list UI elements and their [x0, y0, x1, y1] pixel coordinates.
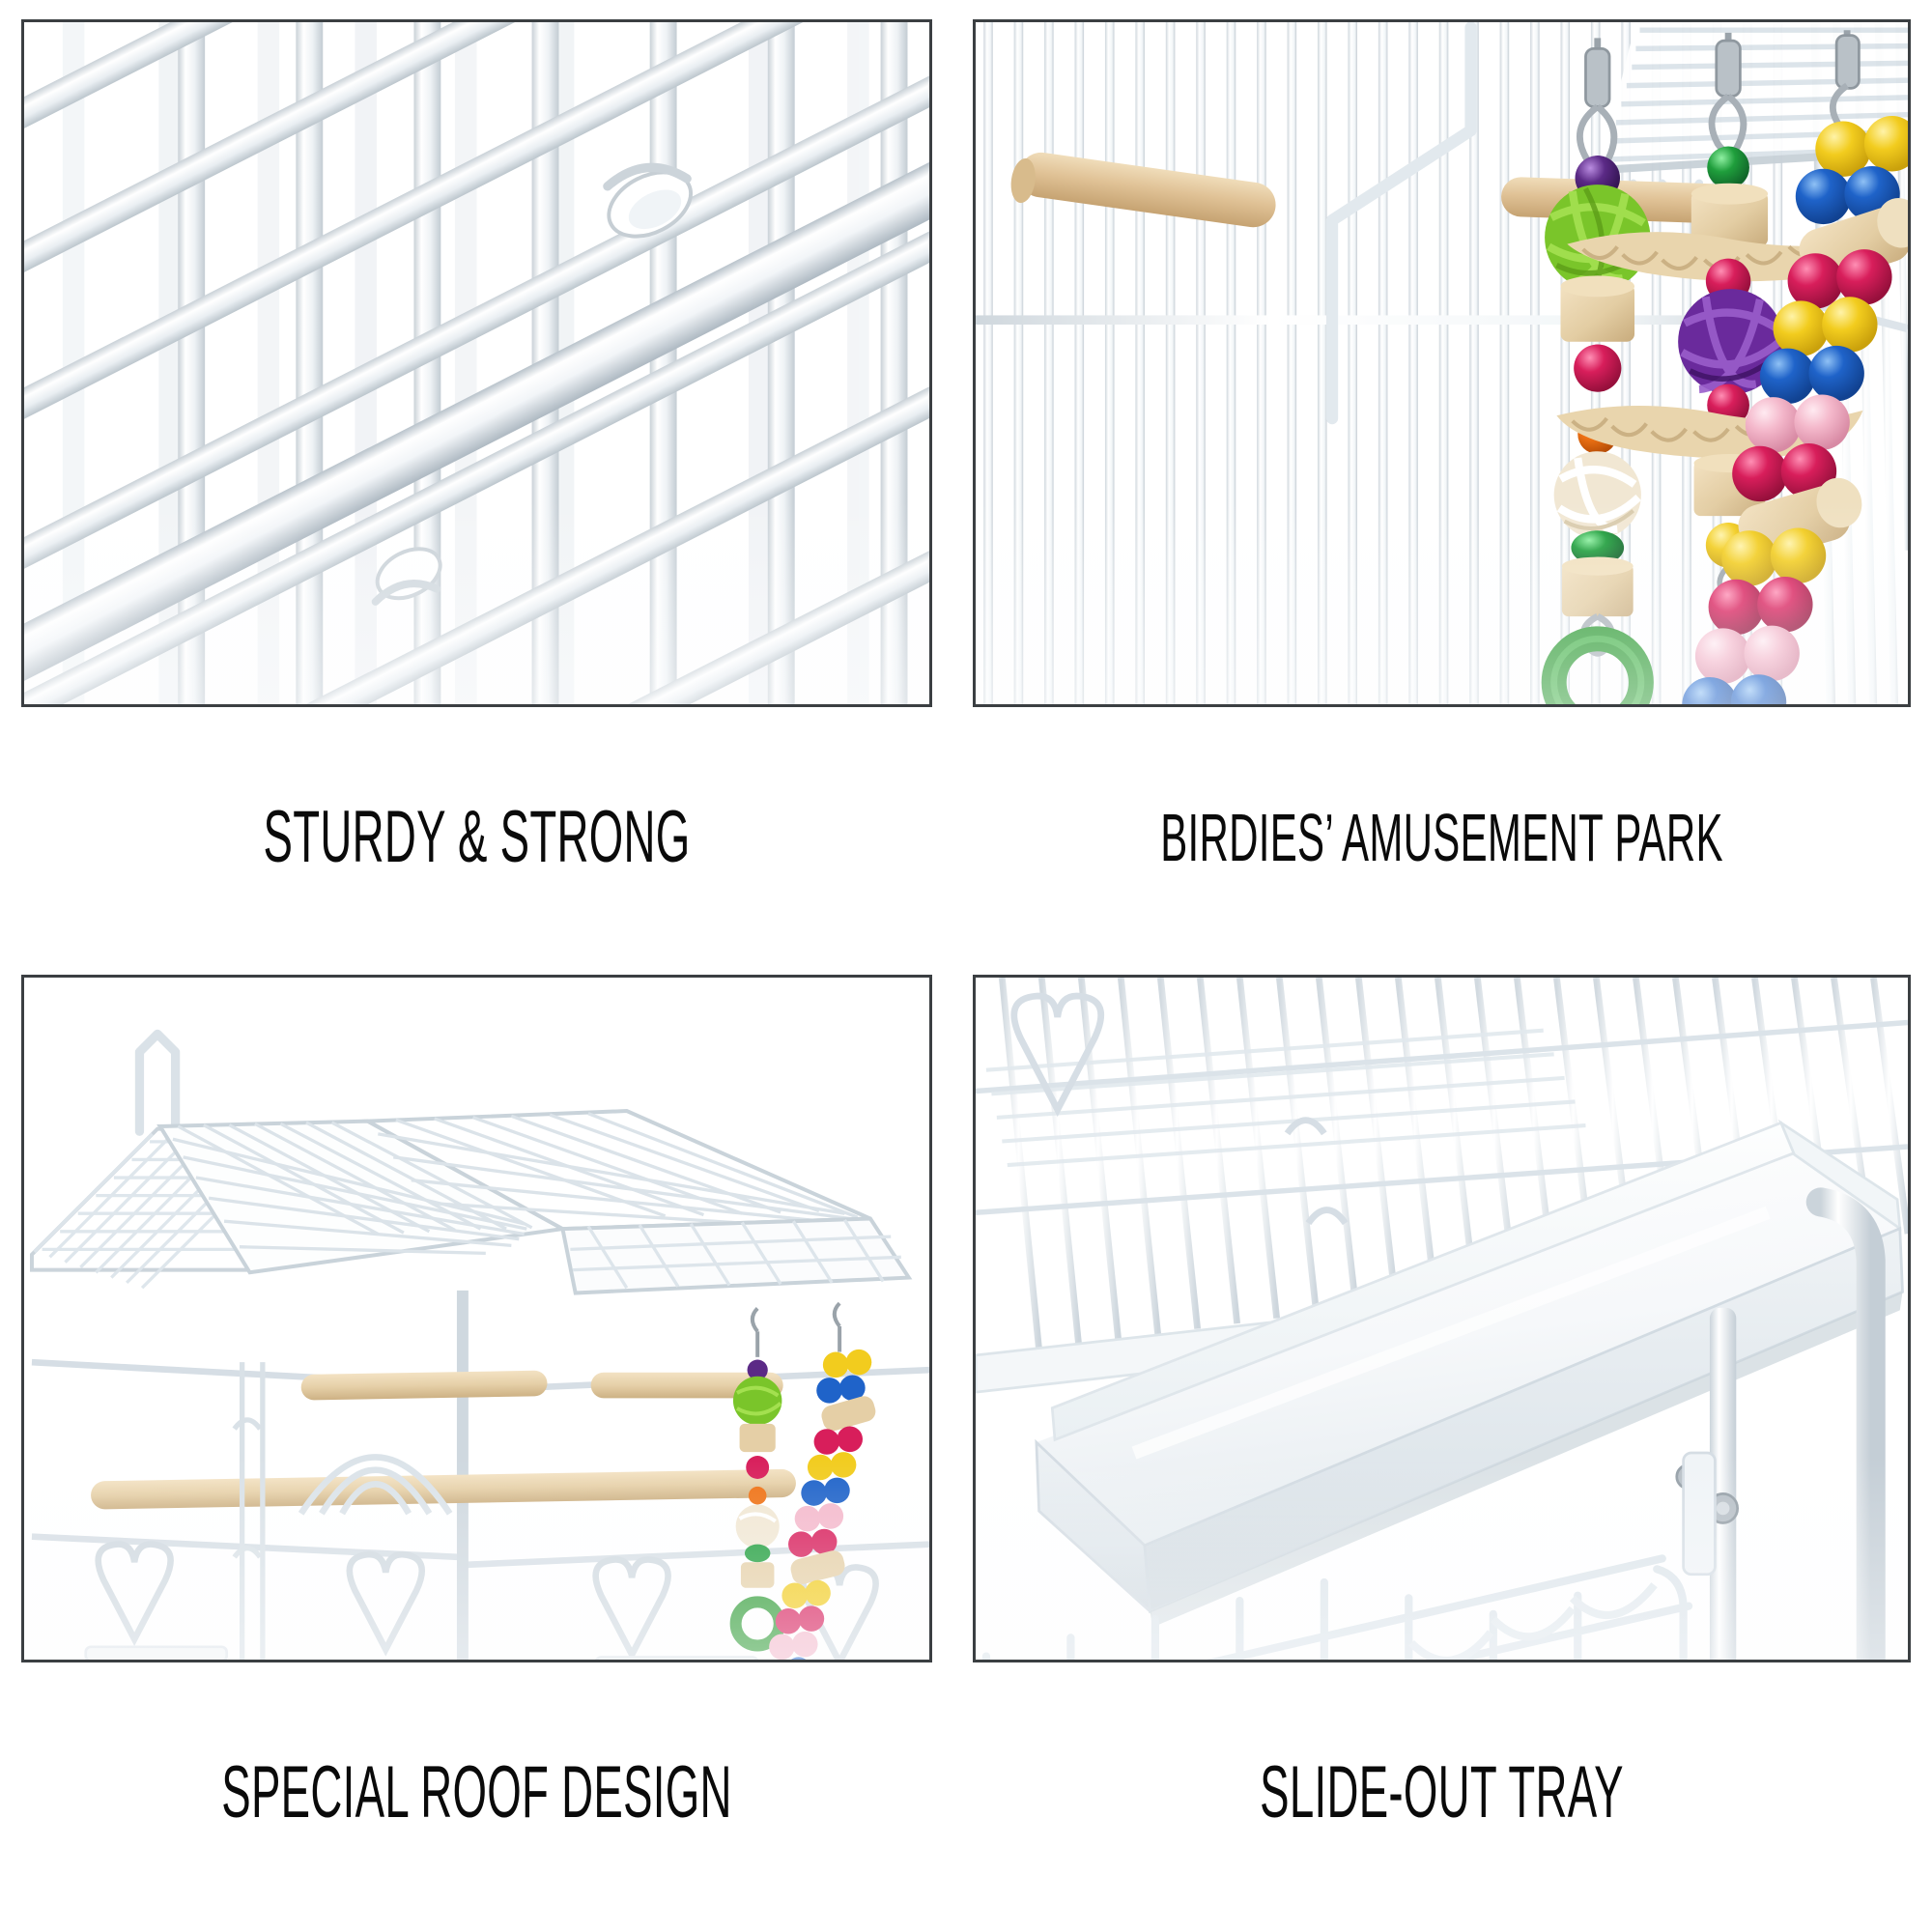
panel-special-roof-design: SPECIAL ROOF DESIGN: [21, 975, 933, 1913]
bead-pair-crimson-1: [1787, 249, 1892, 309]
rattan-ball-white: [1553, 451, 1641, 539]
wood-perch-upper: [300, 1370, 548, 1401]
wire-swing-arch: [298, 1454, 453, 1516]
caption-special-roof-design: SPECIAL ROOF DESIGN: [221, 1750, 732, 1833]
leg-bracket: [1682, 1451, 1717, 1577]
heart-guard-icon: [1010, 992, 1105, 1118]
toy-bead-ladder-small: [769, 1326, 876, 1660]
weld-joint-lower: [371, 547, 442, 606]
cage-toys-illustration: [976, 22, 1908, 704]
stand-legs: [1675, 1187, 1886, 1660]
toy-purple-rattan-mat: [1556, 32, 1882, 598]
bead-green: [1571, 530, 1625, 565]
wooden-ring-green: [1541, 626, 1654, 704]
slide-out-tray-illustration: [976, 978, 1908, 1660]
photo-sturdy-strong: [21, 19, 933, 707]
hanging-toys-small: [729, 1301, 876, 1660]
roof-second-tier: [360, 1109, 871, 1232]
photo-birdies-amusement-park: [973, 19, 1911, 707]
roof-right-flap: [560, 1216, 913, 1295]
weld-joint: [603, 162, 694, 239]
heart-guard-2: [346, 1550, 426, 1657]
stand-leg-inner: [1709, 1307, 1737, 1660]
door-wires: [232, 1362, 266, 1660]
heart-guard-3: [592, 1556, 671, 1660]
bead-pair-pink-1: [1745, 394, 1850, 453]
bead-crimson: [1574, 344, 1622, 392]
bead-pair-blue-2: [1759, 345, 1864, 405]
frame-tube: [24, 65, 930, 704]
toy-green-rattan-small: [729, 1331, 785, 1652]
feeder-guards: [84, 1541, 879, 1660]
toy-clips: [750, 1301, 841, 1333]
basket-curves: [1408, 1582, 1658, 1660]
wood-block: [1561, 563, 1634, 617]
caption-slide-out-tray: SLIDE-OUT TRAY: [1260, 1750, 1624, 1833]
stand-leg-right: [1805, 1187, 1886, 1660]
diagonal-bars: [24, 22, 930, 704]
bead-pair-yellow-1: [1815, 116, 1908, 177]
u-hooks: [1284, 1117, 1349, 1226]
photo-special-roof-design: [21, 975, 933, 1662]
wire-lattice-illustration: [24, 22, 930, 704]
photo-slide-out-tray: [973, 975, 1911, 1662]
wood-block: [1560, 283, 1635, 342]
caption-sturdy-strong: STURDY & STRONG: [263, 795, 691, 878]
cage-wall-left: [31, 1244, 461, 1660]
bead-pair-blue-1: [1795, 165, 1900, 225]
full-cage-illustration: [29, 1029, 930, 1660]
carry-handle: [134, 1029, 181, 1136]
bead-pair-crimson-3: [1708, 577, 1813, 636]
wood-perch-long: [91, 1468, 796, 1510]
wire-storage-basket: [981, 1554, 1693, 1660]
panel-slide-out-tray: SLIDE-OUT TRAY: [973, 975, 1911, 1913]
panel-sturdy-strong: STURDY & STRONG: [21, 19, 933, 957]
bead-pair-pink-2: [1694, 625, 1800, 684]
bead-green: [1707, 146, 1749, 189]
rattan-ball-purple: [1678, 289, 1784, 395]
toy-bead-ladder: [1682, 30, 1908, 704]
wood-perches: [91, 1370, 796, 1510]
wood-perch-upper: [1010, 152, 1276, 228]
wire-brace: [1325, 22, 1477, 425]
bead-pair-blue-3: [1682, 674, 1787, 704]
heart-guard-1: [95, 1541, 174, 1647]
bead-pair-yellow-2: [1773, 297, 1878, 356]
bead-pair-yellow-3: [1721, 527, 1827, 586]
feeder-cups: [84, 1645, 758, 1660]
toy-green-rattan-ball: [1541, 38, 1654, 704]
caption-birdies-amusement-park: BIRDIES’ AMUSEMENT PARK: [1160, 799, 1723, 875]
roof-right-slope: [156, 1119, 569, 1275]
wood-block: [1690, 190, 1769, 247]
panel-birdies-amusement-park: BIRDIES’ AMUSEMENT PARK: [973, 19, 1911, 957]
